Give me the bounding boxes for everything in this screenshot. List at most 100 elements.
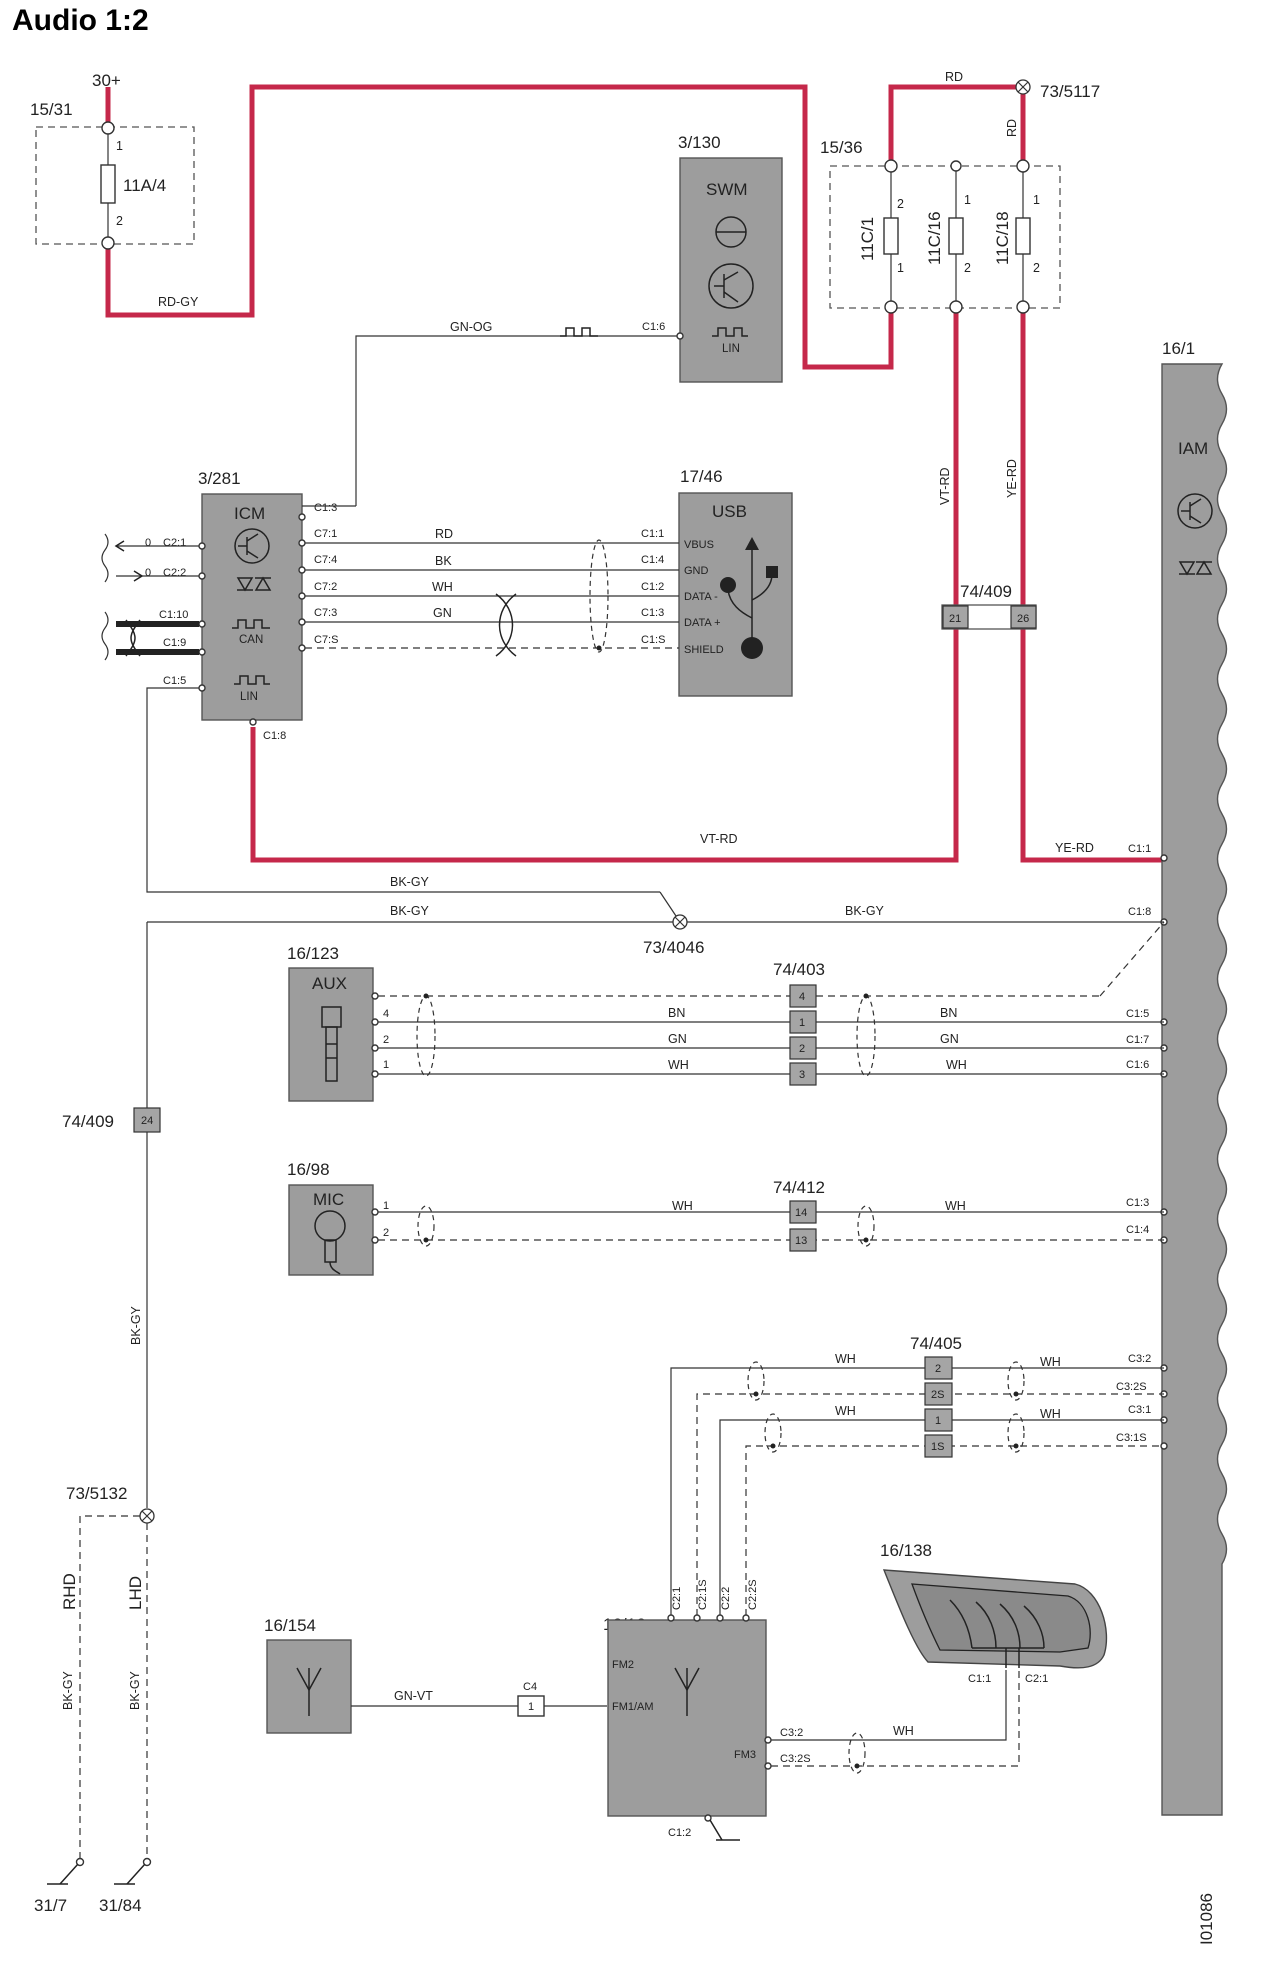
pin-label: 1 [383, 1200, 389, 1212]
pin-label: C1:3 [314, 502, 337, 514]
component-name: SWM [706, 180, 748, 199]
pin-label: 13 [795, 1235, 807, 1247]
can-label: CAN [239, 634, 263, 646]
pin-label: C1:1 [641, 528, 664, 540]
fuse-label: 11A/4 [123, 176, 166, 195]
connector-74-403: 74/403 4 1 2 3 [773, 960, 825, 1086]
fm-wires: WH WH WH WH [670, 1352, 1164, 1628]
fuse-label: 11C/18 [993, 211, 1012, 265]
splice-label: 73/5132 [66, 1484, 127, 1503]
wire-label: WH [835, 1404, 856, 1418]
pin-label: 0 [145, 537, 151, 549]
wire-label: BN [668, 1006, 685, 1020]
component-name: ICM [234, 504, 265, 523]
pin-label: 2 [799, 1043, 805, 1055]
pin-label: 2 [935, 1363, 941, 1375]
usb-module: 17/46 USB VBUS GND DATA - DATA + SHIELD … [641, 467, 793, 697]
pin-label: C2:1S [697, 1579, 709, 1610]
steering-wheel-icon [715, 216, 747, 248]
usb-wires: RD BK WH GN [305, 527, 679, 657]
pin-label: 2S [931, 1389, 944, 1401]
lin-signal-icon [712, 327, 748, 337]
connector-74-405: 74/405 2 2S 1 1S [910, 1334, 962, 1458]
pin-label: C1:7 [1126, 1034, 1149, 1046]
signal-label: GND [684, 565, 709, 577]
fuse-pin-label: 1 [964, 193, 971, 207]
wire-label: BK-GY [128, 1670, 142, 1710]
wire-label: WH [835, 1352, 856, 1366]
component-ref: 16/138 [880, 1541, 932, 1560]
fuse-box-15-31: 30+ 15/31 1 2 11A/4 RD-GY [30, 71, 199, 309]
component-name: USB [712, 502, 747, 521]
pin-label: C1:2 [641, 581, 664, 593]
fm-label: FM2 [612, 1659, 634, 1671]
lhd-label: LHD [126, 1576, 145, 1610]
wire-label: WH [432, 580, 453, 594]
wire-label: RD-GY [158, 295, 199, 309]
wire-label: BN [940, 1006, 957, 1020]
pin-label: C7:S [314, 634, 338, 646]
splice-icon [1015, 79, 1031, 95]
fuse-pin-label: 1 [1033, 193, 1040, 207]
component-ref: 16/1 [1162, 339, 1195, 358]
pin-label: C2:1 [163, 537, 186, 549]
wire-label: GN [668, 1032, 687, 1046]
pin-label: C2:1 [671, 1587, 683, 1610]
audio-jack-icon [321, 1006, 342, 1082]
fuse-11a-4 [100, 164, 116, 204]
icm-module: 3/281 ICM CAN LIN C2:1 C2:2 C1:10 C1:9 C… [145, 469, 338, 742]
fuse-pin-label: 2 [964, 261, 971, 275]
component-ref: 3/281 [198, 469, 241, 488]
wire-label: BK-GY [129, 1305, 143, 1345]
wire-bk-gy-upper [146, 687, 660, 893]
pin-label: 1 [528, 1701, 534, 1713]
pin-label: C1:6 [1126, 1059, 1149, 1071]
component-ref: 17/46 [680, 467, 723, 486]
fuse-label: 11C/16 [925, 211, 944, 265]
aux-module: 16/123 AUX 4 2 1 [287, 944, 389, 1102]
component-ref: 3/130 [678, 133, 721, 152]
fuse-box-label: 15/31 [30, 100, 73, 119]
wire-label: WH [668, 1058, 689, 1072]
wire-label: YE-RD [1055, 841, 1094, 855]
pin-label: C1:5 [163, 675, 186, 687]
ground-label: 31/84 [99, 1896, 142, 1915]
pin-label: C1:1 [968, 1673, 991, 1685]
splice-icon [672, 914, 688, 930]
transistor-icon [708, 263, 754, 309]
power-wires [105, 84, 1167, 863]
pin-label: C7:1 [314, 528, 337, 540]
wire-label: GN [940, 1032, 959, 1046]
wire-label: RD [435, 527, 453, 541]
fuse-box-label: 15/36 [820, 138, 863, 157]
pin-label: C1:8 [263, 730, 286, 742]
page-title: Audio 1:2 [12, 4, 149, 37]
diode-icon [236, 576, 272, 592]
fuse-pin-label: 1 [897, 261, 904, 275]
fuse-11c-18 [1015, 217, 1031, 255]
wire-label: VT-RD [938, 468, 952, 506]
wire-gn-og [355, 335, 677, 506]
supply-voltage-label: 30+ [92, 71, 121, 90]
pin-label: 1 [383, 1059, 389, 1071]
lin-label: LIN [240, 691, 258, 703]
bk-gy-wires: BK-GY BK-GY BK-GY 73/4046 24 74/409 BK-G… [62, 875, 1164, 1508]
wire-label: GN [433, 606, 452, 620]
pin-label: 4 [383, 1008, 389, 1020]
transistor-icon [234, 528, 270, 564]
transistor-icon [1177, 493, 1213, 529]
wire-label: WH [672, 1199, 693, 1213]
fuse-11c-1 [883, 217, 899, 255]
pin-label: C1:3 [1126, 1197, 1149, 1209]
pin-label: C1:S [641, 634, 665, 646]
pin-label: C7:3 [314, 607, 337, 619]
diode-icon [1178, 560, 1213, 576]
pin-label: C3:1 [1128, 1404, 1151, 1416]
signal-label: VBUS [684, 539, 714, 551]
wire-label: BK [435, 554, 452, 568]
fm-label: FM1/AM [612, 1701, 654, 1713]
component-ref: 74/409 [62, 1112, 114, 1131]
component-ref: 74/409 [960, 582, 1012, 601]
wire-label: BK-GY [845, 904, 885, 918]
